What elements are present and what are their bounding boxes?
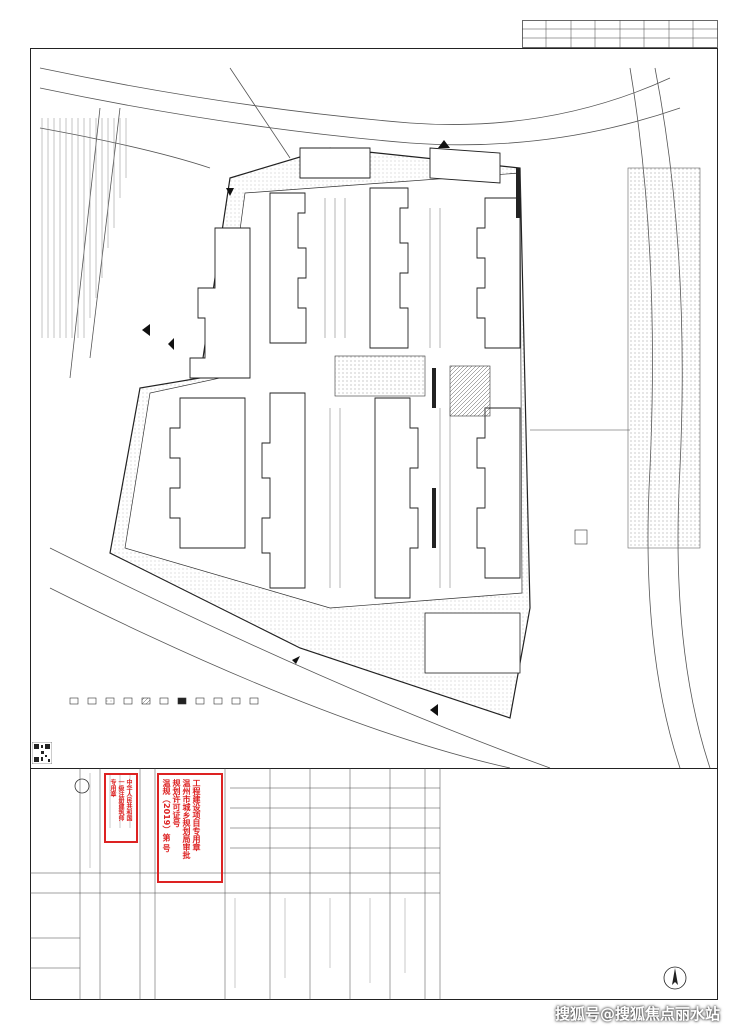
stamp-line: 一级注册建筑师: [117, 779, 124, 821]
revision-table: [522, 20, 718, 48]
architect-stamp: 中华人民共和国 一级注册建筑师 专用章: [104, 773, 138, 843]
approval-stamp: 工程建设项目专用章 温州市城乡规划局审批 规划许可证号 温规（2019）第 号: [157, 773, 223, 883]
stamp-line: 规划许可证号: [172, 779, 181, 827]
stamp-line: 工程建设项目专用章: [192, 779, 201, 851]
north-arrow-icon: [663, 966, 687, 990]
site-plan: [39, 67, 711, 768]
title-block: [30, 768, 718, 1000]
stamp-line: 中华人民共和国: [125, 779, 132, 821]
stamp-line: 专用章: [109, 779, 116, 797]
watermark: 搜狐号@搜狐焦点丽水站: [554, 1005, 720, 1023]
stamp-line: 温规（2019）第 号: [162, 779, 171, 853]
qr-code: [32, 742, 52, 764]
stamp-line: 温州市城乡规划局审批: [182, 779, 191, 859]
